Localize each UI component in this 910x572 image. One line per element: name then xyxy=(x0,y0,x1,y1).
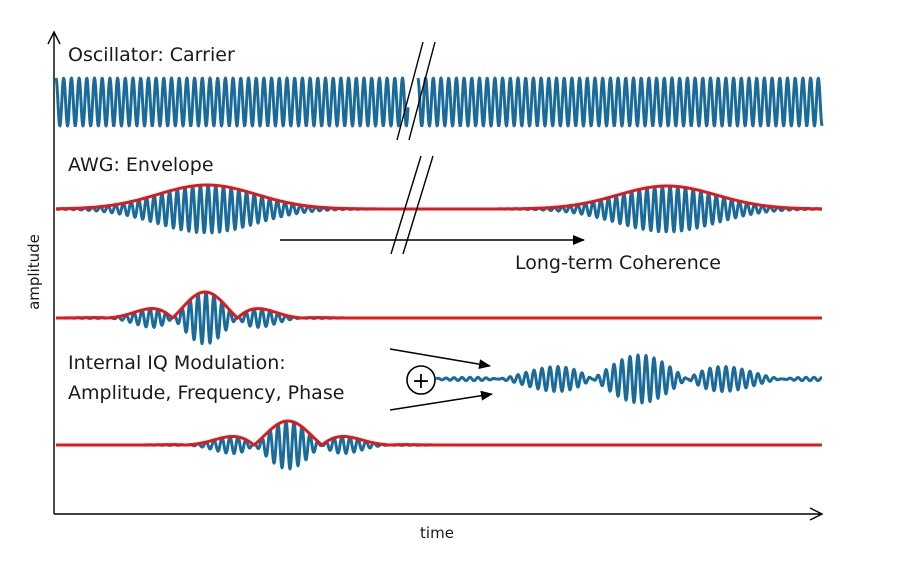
x-axis-label: time xyxy=(420,524,454,542)
iq-parameters-label: Amplitude, Frequency, Phase xyxy=(68,382,344,404)
sum-icon: + xyxy=(406,365,436,395)
long-term-coherence-label: Long-term Coherence xyxy=(515,252,721,274)
input-arrow-bottom-icon xyxy=(389,390,493,411)
carrier-wave-left xyxy=(54,76,410,128)
iq-output-wave xyxy=(435,353,823,405)
awg-envelope-label: AWG: Envelope xyxy=(68,154,214,176)
x-axis-arrow-icon xyxy=(809,507,824,521)
y-axis-arrow-icon xyxy=(47,30,61,45)
input-arrow-top-icon xyxy=(389,348,491,370)
svg-text:+: + xyxy=(412,369,430,394)
time-break-icon-top xyxy=(396,41,436,141)
envelope-curve xyxy=(55,183,823,211)
iq-modulation-label: Internal IQ Modulation: xyxy=(68,352,286,374)
time-break-icon-middle xyxy=(390,155,434,255)
y-axis-label: amplitude xyxy=(25,234,43,310)
carrier-wave-right xyxy=(416,76,824,128)
pulse-i-envelope xyxy=(55,290,821,321)
oscillator-carrier-label: Oscillator: Carrier xyxy=(68,44,235,66)
pulse-q-envelope xyxy=(56,419,821,447)
